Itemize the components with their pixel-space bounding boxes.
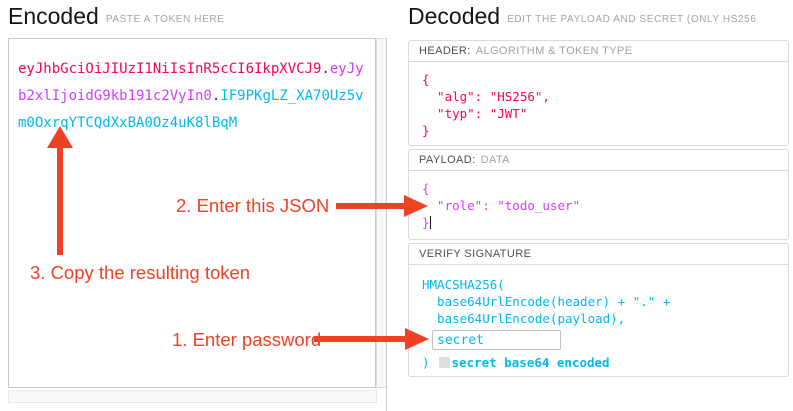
header-label-rest: ALGORITHM & TOKEN TYPE: [475, 45, 633, 57]
secret-input[interactable]: [432, 330, 561, 350]
panel-divider: [386, 38, 387, 411]
secret-base64-checkbox[interactable]: [438, 357, 450, 368]
signature-close-paren: ): [422, 355, 430, 370]
token-header-segment: eyJhbGciOiJIUzI1NiIsInR5cCI6IkpXVCJ9: [18, 61, 322, 77]
token-separator-dot: .: [321, 61, 330, 77]
signature-close-row: ) secret base64 encoded: [422, 354, 788, 371]
header-json-line: "typ": "JWT": [422, 106, 528, 121]
header-json-line: }: [422, 123, 430, 138]
encoded-panel-title: Encoded PASTE A TOKEN HERE: [8, 3, 224, 30]
annotation-step2: 2. Enter this JSON: [176, 195, 330, 216]
header-json-editor[interactable]: { "alg": "HS256", "typ": "JWT" }: [408, 61, 789, 146]
horizontal-scrollbar[interactable]: [8, 390, 377, 403]
payload-label-rest: DATA: [480, 154, 510, 166]
encoded-token-textarea[interactable]: eyJhbGciOiJIUzI1NiIsInR5cCI6IkpXVCJ9.eyJ…: [8, 38, 376, 388]
arrow-right-secret-shaft: [314, 336, 406, 342]
arrow-right-payload-shaft: [336, 203, 406, 209]
payload-json-line: "role": "todo_user": [422, 198, 581, 213]
signature-code-line: HMACSHA256(: [422, 277, 505, 292]
token-payload-segment: eyJyb2xlIjoidG9kb191c2VyIn0: [18, 61, 364, 104]
arrow-up-shaft: [57, 146, 63, 255]
annotation-step1: 1. Enter password: [172, 329, 322, 350]
signature-code-line: base64UrlEncode(header) + "." +: [422, 294, 671, 309]
payload-label-strong: PAYLOAD:: [419, 154, 476, 166]
token-separator-dot: .: [211, 88, 221, 104]
header-json-line: {: [422, 72, 430, 87]
signature-label-text: VERIFY SIGNATURE: [419, 248, 532, 260]
signature-section-label: VERIFY SIGNATURE: [408, 243, 789, 265]
encoded-title-text: Encoded: [8, 3, 99, 29]
encoded-subtitle: PASTE A TOKEN HERE: [105, 14, 225, 25]
header-section-label: HEADER: ALGORITHM & TOKEN TYPE: [408, 40, 789, 62]
arrow-right-payload-head-icon: [404, 195, 428, 217]
signature-box: HMACSHA256( base64UrlEncode(header) + ".…: [408, 264, 789, 377]
payload-section-label: PAYLOAD: DATA: [408, 149, 789, 171]
jwt-token-text: eyJhbGciOiJIUzI1NiIsInR5cCI6IkpXVCJ9.eyJ…: [18, 56, 368, 137]
decoded-title-text: Decoded: [408, 3, 501, 29]
payload-json-editor[interactable]: { "role": "todo_user" }: [408, 170, 789, 240]
secret-base64-label[interactable]: secret base64 encoded: [451, 355, 610, 370]
annotation-step3: 3. Copy the resulting token: [30, 262, 251, 283]
payload-json-line: {: [422, 181, 430, 196]
text-cursor: [429, 216, 432, 229]
payload-json-line: }: [422, 215, 432, 230]
signature-code-line: base64UrlEncode(payload),: [422, 311, 626, 326]
header-label-strong: HEADER:: [419, 45, 471, 57]
arrow-right-secret-head-icon: [405, 328, 429, 350]
header-json-line: "alg": "HS256",: [422, 89, 550, 104]
arrow-up-head-icon: [47, 126, 73, 148]
